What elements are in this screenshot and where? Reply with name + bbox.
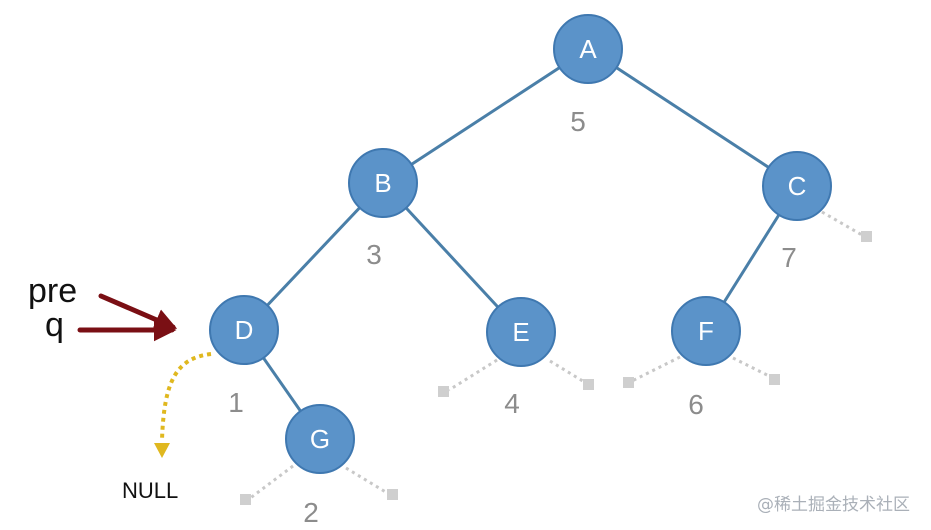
pointer-pre-arrow [98,293,178,331]
tree-edges [242,47,799,440]
node-order-g: 2 [303,497,319,528]
tree-node-a: A5 [553,14,623,137]
null-square-f-right [769,374,780,385]
node-label-e: E [512,317,529,347]
null-thread-arrow [160,352,212,441]
null-square-c-right [861,231,872,242]
null-link-e-left [448,358,498,392]
null-child-markers [240,231,872,505]
null-child-links [248,210,863,501]
node-circle-f [671,296,741,366]
null-link-c-right [821,210,863,237]
null-square-g-right [387,489,398,500]
null-thread-arrowhead [154,443,170,458]
node-label-b: B [374,168,391,198]
node-order-a: 5 [570,106,586,137]
node-circle-e [486,297,556,367]
edge-a-c [587,47,798,188]
null-square-e-left [438,386,449,397]
tree-node-g: G2 [285,404,355,528]
tree-node-e: E4 [486,297,556,419]
node-circle-c [762,151,832,221]
node-order-c: 7 [781,242,797,273]
pointer-q-label: q [45,306,64,344]
node-circle-a [553,14,623,84]
node-label-f: F [698,316,714,346]
tree-node-c: C7 [762,151,832,273]
node-circle-b [348,148,418,218]
null-square-f-left [623,377,634,388]
null-link-g-right [345,466,390,496]
watermark-text: @稀土掘金技术社区 [757,495,910,515]
null-link-g-left [248,464,294,501]
edge-a-b [382,47,589,185]
null-square-e-right [583,379,594,390]
node-order-b: 3 [366,239,382,270]
node-label-d: D [235,315,254,345]
node-circle-g [285,404,355,474]
node-label-a: A [579,34,597,64]
tree-node-d: D1 [209,295,279,418]
node-order-f: 6 [688,389,704,420]
null-label: NULL [122,478,178,503]
null-link-e-right [549,359,587,385]
node-order-d: 1 [228,387,244,418]
null-square-g-left [240,494,251,505]
tree-node-f: F6 [671,296,741,420]
tree-node-b: B3 [348,148,418,270]
pointer-pre-label: pre [28,272,77,310]
null-link-f-left [631,355,681,383]
null-link-f-right [732,356,774,380]
node-circle-d [209,295,279,365]
node-label-c: C [788,171,807,201]
node-order-e: 4 [504,388,520,419]
node-label-g: G [310,424,330,454]
